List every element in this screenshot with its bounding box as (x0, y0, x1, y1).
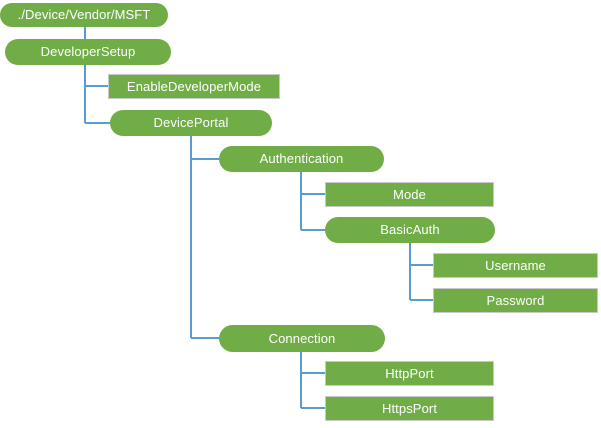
node-httpsport-label: HttpsPort (381, 400, 438, 416)
node-root[interactable]: ./Device/Vendor/MSFT (0, 3, 168, 27)
node-connection[interactable]: Connection (219, 325, 385, 352)
node-root-label: ./Device/Vendor/MSFT (17, 7, 151, 22)
node-deviceportal-label: DevicePortal (153, 115, 229, 130)
node-basicauth-label: BasicAuth (380, 222, 440, 237)
node-mode-label: Mode (393, 186, 426, 202)
node-password[interactable]: Password (433, 288, 598, 313)
node-mode[interactable]: Mode (325, 182, 494, 207)
node-username-label: Username (485, 257, 546, 273)
node-authentication[interactable]: Authentication (219, 146, 384, 172)
node-developersetup[interactable]: DeveloperSetup (5, 39, 171, 65)
node-httpport[interactable]: HttpPort (325, 361, 494, 386)
node-authentication-label: Authentication (259, 151, 344, 166)
node-deviceportal[interactable]: DevicePortal (110, 110, 272, 136)
node-httpport-label: HttpPort (385, 365, 434, 381)
node-developersetup-label: DeveloperSetup (40, 44, 136, 59)
node-password-label: Password (486, 292, 545, 308)
node-httpsport[interactable]: HttpsPort (325, 396, 494, 421)
node-basicauth[interactable]: BasicAuth (325, 217, 495, 243)
node-connection-label: Connection (268, 330, 336, 346)
node-username[interactable]: Username (433, 253, 598, 278)
node-enabledevelopermode-label: EnableDeveloperMode (126, 78, 262, 94)
node-enabledevelopermode[interactable]: EnableDeveloperMode (108, 74, 280, 99)
